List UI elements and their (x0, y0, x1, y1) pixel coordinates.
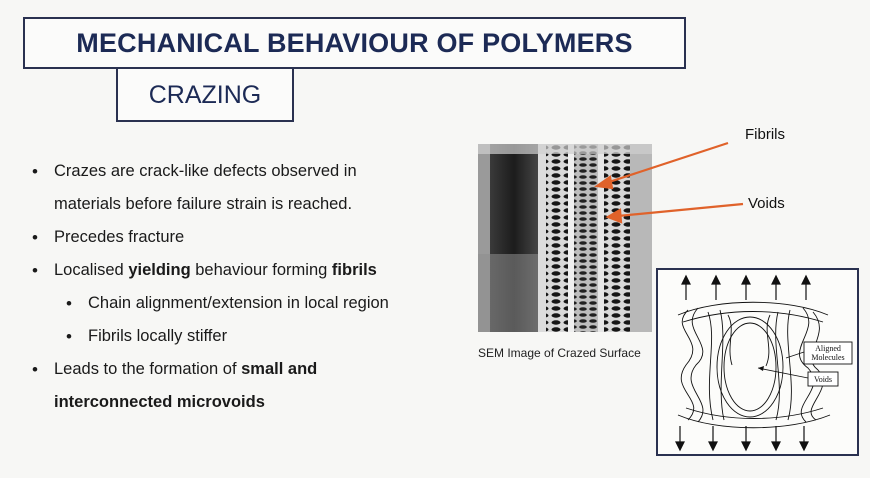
title-box: MECHANICAL BEHAVIOUR OF POLYMERS (23, 17, 686, 69)
aligned-label-1: Aligned (815, 344, 841, 353)
bullet-leads: Leads to the formation of small and inter… (30, 353, 450, 419)
tension-arrows-bottom (675, 426, 809, 452)
subtitle-box: CRAZING (116, 69, 294, 122)
bullet-leads-pre: Leads to the formation of (54, 360, 242, 378)
bullet-leads-bold1: small and (241, 360, 318, 378)
subbullet-stiffer-text: Fibrils locally stiffer (88, 327, 228, 345)
bullet-crazes: Crazes are crack-like defects observed i… (30, 155, 450, 221)
sem-image-drawing (478, 144, 652, 332)
bullet-list: Crazes are crack-like defects observed i… (30, 155, 450, 419)
bullet-precedes-text: Precedes fracture (54, 228, 185, 246)
craze-schematic-drawing: Aligned Molecules Voids (675, 274, 853, 452)
tension-arrows-top (681, 274, 811, 300)
bullet-yielding-bold: yielding (128, 261, 191, 279)
slide-subtitle: CRAZING (148, 81, 262, 109)
bullet-yielding-pre: Localised (54, 261, 129, 279)
bullet-crazes-line1: Crazes are crack-like defects observed i… (54, 162, 357, 180)
subbullet-chain-text: Chain alignment/extension in local regio… (88, 294, 389, 312)
label-voids: Voids (748, 195, 785, 212)
craze-schematic: Aligned Molecules Voids (656, 268, 859, 456)
diagram-callouts: Aligned Molecules Voids (757, 341, 853, 387)
label-fibrils: Fibrils (745, 126, 785, 143)
molecule-chains (677, 301, 831, 429)
bullet-leads-bold2: interconnected microvoids (54, 393, 265, 411)
subbullet-stiffer: Fibrils locally stiffer (30, 320, 450, 353)
slide-title: MECHANICAL BEHAVIOUR OF POLYMERS (76, 28, 633, 58)
bullet-fibrils-bold: fibrils (331, 261, 377, 279)
aligned-label-2: Molecules (811, 353, 844, 362)
sem-image (478, 144, 652, 332)
subbullet-chain: Chain alignment/extension in local regio… (30, 287, 450, 320)
bullet-crazes-line2: materials before failure strain is reach… (54, 195, 353, 213)
bullet-yielding-mid: behaviour forming (190, 261, 332, 279)
bullet-precedes: Precedes fracture (30, 221, 450, 254)
bullet-yielding: Localised yielding behaviour forming fib… (30, 254, 450, 287)
voids-diagram-label: Voids (814, 375, 832, 384)
sem-caption: SEM Image of Crazed Surface (478, 346, 641, 360)
